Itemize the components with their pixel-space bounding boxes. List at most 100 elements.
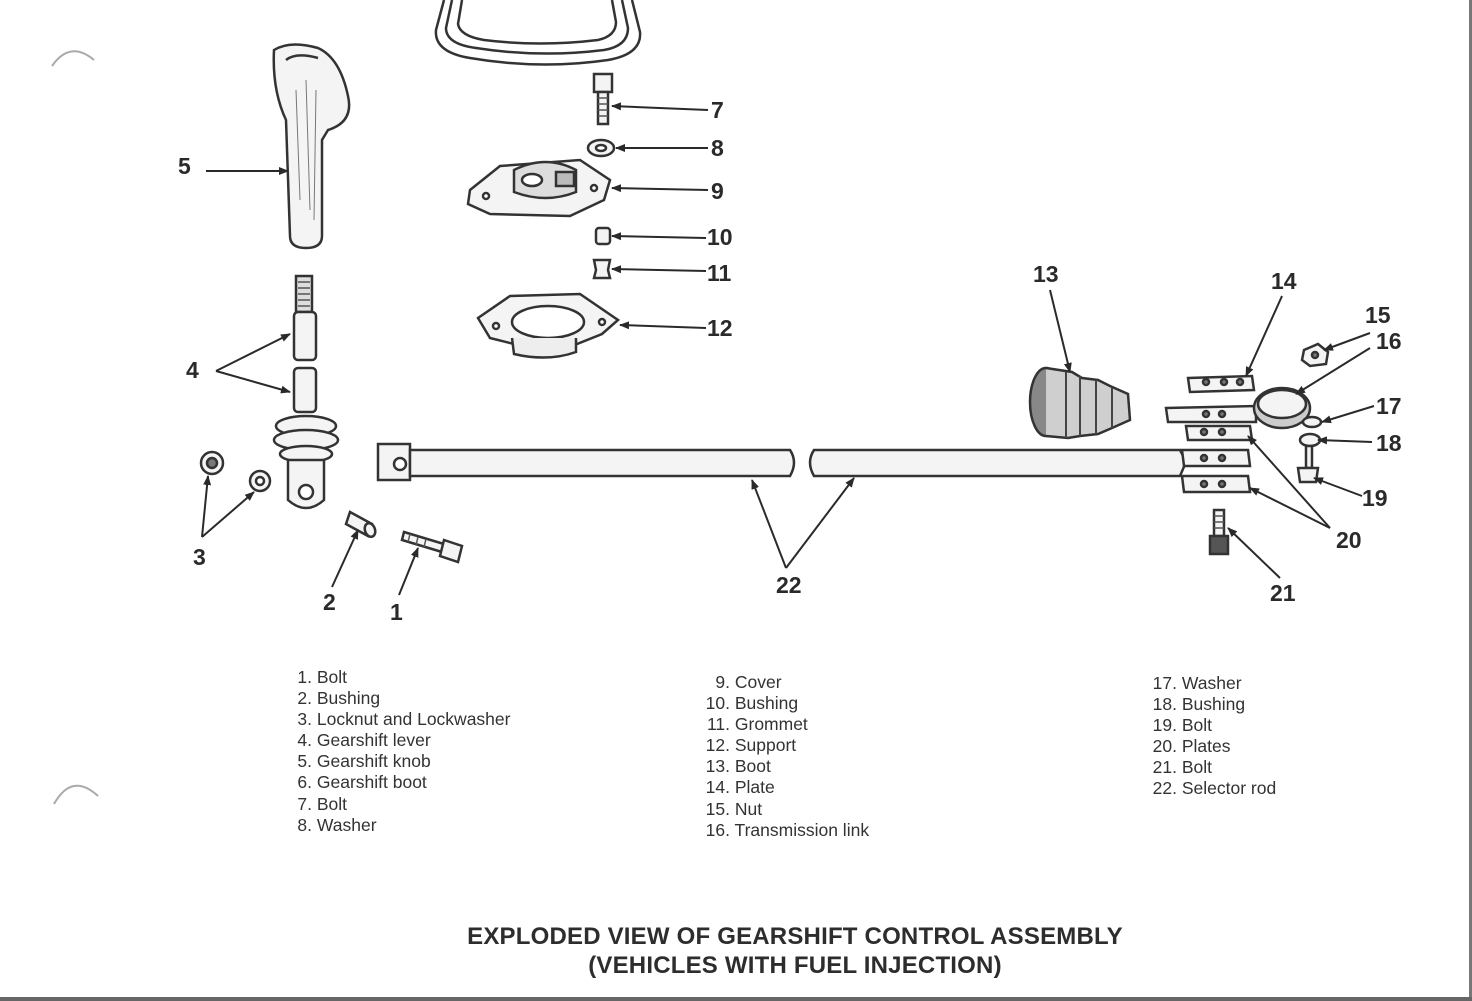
caption-line-2: (VEHICLES WITH FUEL INJECTION) xyxy=(588,952,1002,979)
legend-item: 5. Gearshift knob xyxy=(288,751,510,772)
legend-item: 22. Selector rod xyxy=(1145,778,1277,799)
legend-number: 15. xyxy=(705,798,730,819)
legend-item: 20. Plates xyxy=(1145,736,1276,757)
legend-item: 4. Gearshift lever xyxy=(288,730,510,751)
legend-number: 19. xyxy=(1152,715,1177,736)
callout-21: 21 xyxy=(1270,580,1296,606)
legend-column-3: 17. Washer 18. Bushing 19. Bolt 20. Plat… xyxy=(1145,673,1277,800)
legend-label: Bushing xyxy=(734,693,799,714)
callout-8: 8 xyxy=(711,135,724,161)
callout-1: 1 xyxy=(390,599,403,625)
legend-item: 19. Bolt xyxy=(1145,715,1276,736)
legend-number: 13. xyxy=(705,756,730,777)
legend-number: 3. xyxy=(297,709,312,730)
legend-label: Bolt xyxy=(1181,715,1213,736)
transmission-link-part-16 xyxy=(1164,386,1312,430)
boot-part-13 xyxy=(1028,366,1132,440)
bushing-part-10 xyxy=(594,226,612,246)
hole-mark-top xyxy=(51,50,95,67)
plates-part-20 xyxy=(1180,424,1254,494)
selector-rod-part-22 xyxy=(376,442,1188,482)
legend-item: 1. Bolt xyxy=(288,667,510,688)
legend-label: Boot xyxy=(734,756,771,777)
legend-item: 11. Grommet xyxy=(698,714,869,735)
locknut-part xyxy=(199,450,225,476)
legend-label: Washer xyxy=(316,814,377,835)
legend-label: Cover xyxy=(734,672,782,692)
bolt-part-21 xyxy=(1208,508,1230,556)
callout-13: 13 xyxy=(1033,261,1059,287)
legend-item: 16. Transmission link xyxy=(698,820,869,841)
legend-number: 12. xyxy=(705,735,730,756)
legend-number: 10. xyxy=(705,693,730,714)
legend-item: 13. Boot xyxy=(698,756,869,777)
legend-label: Locknut and Lockwasher xyxy=(316,709,511,730)
legend-label: Gearshift knob xyxy=(316,751,431,772)
legend-label: Transmission link xyxy=(734,819,870,840)
callout-11: 11 xyxy=(707,260,732,286)
legend-label: Bushing xyxy=(1181,694,1246,715)
legend-number: 16. xyxy=(705,819,730,840)
callout-4: 4 xyxy=(186,357,199,383)
legend-number: 2. xyxy=(297,688,312,709)
bushing-part-18 xyxy=(1298,432,1322,448)
legend-item: 15. Nut xyxy=(698,799,869,820)
legend-label: Plate xyxy=(734,777,775,798)
legend-number: 22. xyxy=(1152,778,1177,799)
legend-label: Nut xyxy=(734,798,763,819)
callout-18: 18 xyxy=(1376,430,1402,456)
gearshift-lever-part xyxy=(272,274,340,510)
bolt-part-19 xyxy=(1296,444,1320,484)
callout-17: 17 xyxy=(1376,393,1402,419)
legend-number: 9. xyxy=(715,672,730,692)
bolt-part-1 xyxy=(400,530,464,564)
cover-part-9 xyxy=(466,158,612,218)
legend-item: 7. Bolt xyxy=(288,794,510,815)
legend-number: 4. xyxy=(297,730,312,751)
washer-part-8 xyxy=(586,138,616,158)
legend-number: 21. xyxy=(1152,757,1177,778)
legend-number: 14. xyxy=(705,777,730,798)
gearshift-boot-part xyxy=(434,0,642,66)
callout-14: 14 xyxy=(1271,268,1297,294)
callout-15: 15 xyxy=(1365,302,1391,328)
legend-item: 9. Cover xyxy=(698,672,869,693)
legend-label: Gearshift boot xyxy=(316,772,427,793)
figure-caption: EXPLODED VIEW OF GEARSHIFT CONTROL ASSEM… xyxy=(0,922,1472,980)
legend-item: 10. Bushing xyxy=(698,693,869,714)
legend-item: 8. Washer xyxy=(288,815,510,836)
caption-line-1: EXPLODED VIEW OF GEARSHIFT CONTROL ASSEM… xyxy=(467,923,1123,950)
legend-label: Selector rod xyxy=(1181,778,1277,799)
callout-7: 7 xyxy=(711,97,724,123)
legend-number: 20. xyxy=(1152,736,1177,757)
legend-item: 17. Washer xyxy=(1145,673,1276,694)
legend-label: Bolt xyxy=(1181,757,1213,778)
leader-lines xyxy=(201,102,1375,596)
bolt-part-7 xyxy=(592,72,614,126)
legend-label: Gearshift lever xyxy=(316,730,431,751)
callout-10: 10 xyxy=(707,224,733,250)
callouts: 5 4 3 2 1 7 8 9 10 11 12 22 13 14 15 16 … xyxy=(178,97,1402,625)
legend-item: 18. Bushing xyxy=(1145,694,1276,715)
callout-3: 3 xyxy=(193,544,206,570)
legend-number: 11. xyxy=(706,714,730,735)
legend-label: Bolt xyxy=(316,793,348,814)
plate-part-14 xyxy=(1186,374,1256,394)
callout-20: 20 xyxy=(1336,527,1362,553)
legend-column-1: 1. Bolt 2. Bushing 3. Locknut and Lockwa… xyxy=(288,667,510,836)
callout-16: 16 xyxy=(1376,328,1402,354)
legend-item: 2. Bushing xyxy=(288,688,510,709)
legend-column-2: 9. Cover 10. Bushing 11. Grommet 12. Sup… xyxy=(698,672,869,841)
legend-label: Support xyxy=(734,735,797,756)
legend-number: 7. xyxy=(297,793,312,814)
legend-item: 6. Gearshift boot xyxy=(288,772,510,793)
legend-label: Washer xyxy=(1181,673,1242,693)
legend-label: Plates xyxy=(1181,736,1231,757)
support-part-12 xyxy=(476,292,621,359)
nut-part-15 xyxy=(1300,342,1330,368)
legend-number: 8. xyxy=(297,814,312,835)
legend-label: Grommet xyxy=(734,714,808,735)
callout-12: 12 xyxy=(707,315,733,341)
